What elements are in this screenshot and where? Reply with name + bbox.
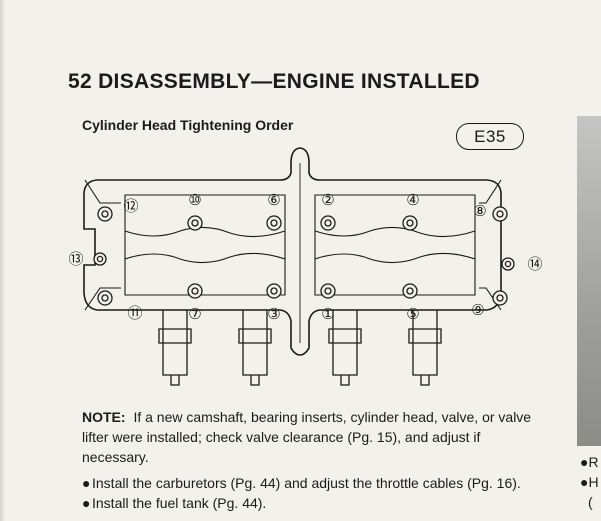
- note-text: If a new camshaft, bearing inserts, cyli…: [82, 409, 532, 465]
- bolt-8: [492, 206, 508, 222]
- instruction-item: ● Install the carburetors (Pg. 44) and a…: [82, 473, 532, 493]
- bolt-number-3: ③: [267, 305, 280, 323]
- bolt-holes: [93, 206, 515, 306]
- page-heading: 52 DISASSEMBLY—ENGINE INSTALLED: [68, 70, 480, 93]
- bolt-5: [402, 283, 418, 299]
- adjacent-page-photo: [577, 116, 601, 446]
- instruction-item: ● Install the fuel tank (Pg. 44).: [82, 493, 532, 513]
- bolt-1: [320, 283, 336, 299]
- bolt-number-4: ④: [406, 191, 419, 209]
- bolt-13: [93, 252, 107, 266]
- bolt-number-2: ②: [321, 191, 334, 209]
- bolt-2: [320, 215, 336, 231]
- bolt-number-13: ⑬: [68, 250, 83, 268]
- bolt-number-11: ⑪: [127, 304, 142, 322]
- bolt-number-6: ⑥: [267, 191, 280, 209]
- intake-manifolds: [158, 310, 442, 386]
- bolt-number-14: ⑭: [527, 255, 542, 273]
- bolt-number-8: ⑧: [473, 202, 486, 220]
- figure-label-badge: E35: [456, 123, 524, 150]
- bolt-number-5: ⑤: [406, 305, 419, 323]
- page-edge: [0, 0, 6, 521]
- bolt-4: [402, 215, 418, 231]
- bolt-9: [492, 290, 508, 306]
- cylinder-head-diagram: ⑫ ⑩ ⑥ ② ④ ⑧ ⑬ ⑭ ⑪ ⑦ ③ ① ⑤ ⑨: [68, 147, 543, 386]
- note-paragraph: NOTE: If a new camshaft, bearing inserts…: [82, 407, 532, 467]
- adjacent-page-line: (: [588, 494, 593, 510]
- bolt-11: [97, 290, 113, 306]
- figure-caption: Cylinder Head Tightening Order: [82, 117, 294, 133]
- bolt-7: [187, 283, 203, 299]
- adjacent-page-line: ●R: [580, 454, 599, 470]
- bolt-number-12: ⑫: [123, 197, 138, 215]
- bolt-number-10: ⑩: [188, 191, 201, 209]
- bolt-number-1: ①: [321, 305, 334, 323]
- bolt-6: [266, 215, 282, 231]
- note-label: NOTE:: [82, 409, 126, 425]
- instruction-text: Install the carburetors (Pg. 44) and adj…: [92, 475, 521, 491]
- adjacent-page-line: ●H: [580, 474, 599, 490]
- bolt-12: [97, 206, 113, 222]
- bolt-number-9: ⑨: [471, 301, 484, 319]
- bolt-10: [187, 215, 203, 231]
- cylinder-head-outline: [83, 147, 502, 356]
- instruction-list: ● Install the carburetors (Pg. 44) and a…: [82, 473, 532, 513]
- instruction-text: Install the fuel tank (Pg. 44).: [92, 495, 267, 511]
- tightening-sequence-labels: ⑫ ⑩ ⑥ ② ④ ⑧ ⑬ ⑭ ⑪ ⑦ ③ ① ⑤ ⑨: [68, 191, 542, 323]
- bolt-number-7: ⑦: [188, 305, 201, 323]
- bullet-icon: ●: [82, 475, 91, 491]
- bullet-icon: ●: [82, 495, 91, 511]
- bolt-3: [266, 283, 282, 299]
- bolt-14: [501, 257, 515, 271]
